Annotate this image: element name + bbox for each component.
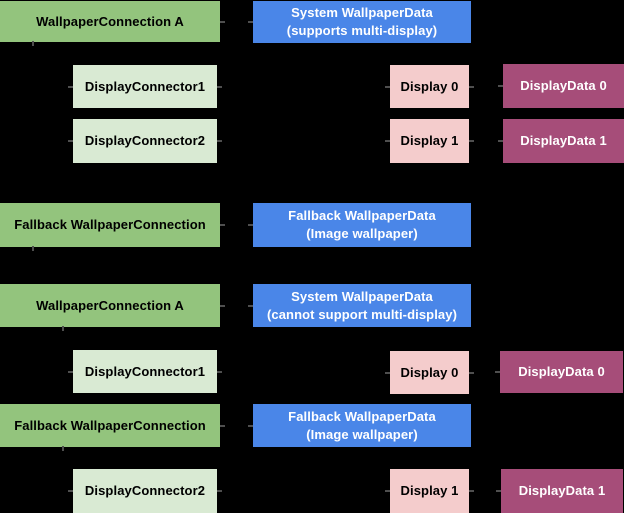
connector-stub-bottom — [32, 246, 34, 251]
node-label: Display 1 — [400, 133, 459, 148]
node-wallpaper-connection-a-2: WallpaperConnection A — [0, 284, 225, 331]
connector-stub-left — [68, 490, 73, 492]
connector-stub-left — [495, 371, 500, 373]
node-fallback-wallpaper-data-2: Fallback WallpaperData (Image wallpaper) — [248, 404, 471, 447]
node-display-1-a: Display 1 — [385, 119, 474, 163]
node-label: Fallback WallpaperConnection — [14, 217, 206, 232]
node-label: DisplayData 1 — [520, 133, 607, 148]
connector-stub-right — [217, 85, 222, 88]
node-display-1-b: Display 1 — [385, 469, 474, 513]
connector-stub-left — [248, 21, 253, 23]
connector-stub-left — [248, 304, 253, 307]
node-fallback-wallpaper-data-1: Fallback WallpaperData (Image wallpaper) — [248, 203, 471, 247]
node-display-data-1-a: DisplayData 1 — [498, 119, 624, 163]
node-fallback-wallpaper-connection-2: Fallback WallpaperConnection — [0, 404, 225, 451]
connector-stub-left — [68, 370, 73, 373]
connector-stub-left — [68, 85, 73, 88]
connector-stub-right — [220, 224, 225, 226]
connector-stub-right — [220, 20, 225, 23]
node-display-connector-2-b: DisplayConnector2 — [68, 469, 222, 513]
connector-stub-right — [469, 140, 474, 142]
connector-stub-left — [385, 140, 390, 142]
node-label: Fallback WallpaperData (Image wallpaper) — [288, 408, 436, 442]
connector-stub-left — [248, 224, 253, 226]
connector-stub-right — [220, 304, 225, 307]
node-label: Display 0 — [400, 364, 459, 380]
connector-stub-bottom — [62, 446, 64, 451]
node-label: WallpaperConnection A — [36, 297, 184, 313]
connector-stub-right — [220, 424, 225, 427]
node-label: DisplayConnector1 — [84, 78, 206, 94]
node-label: Fallback WallpaperConnection — [14, 417, 206, 433]
node-display-connector-1-b: DisplayConnector1 — [68, 350, 222, 393]
node-label: WallpaperConnection A — [36, 13, 184, 29]
node-label: Display 0 — [400, 78, 459, 94]
node-label: DisplayData 1 — [518, 483, 606, 498]
connector-stub-bottom — [62, 326, 64, 331]
node-system-wallpaper-data-cannot-support-multi-display: System WallpaperData (cannot support mul… — [248, 284, 471, 327]
node-display-data-0-b: DisplayData 0 — [495, 351, 623, 393]
connector-stub-left — [498, 140, 503, 142]
connector-stub-right — [217, 490, 222, 492]
node-label: DisplayConnector2 — [84, 133, 206, 148]
connector-stub-left — [68, 140, 73, 142]
node-system-wallpaper-data-supports-multi-display: System WallpaperData (supports multi-dis… — [248, 1, 471, 43]
node-display-0-b: Display 0 — [385, 351, 474, 394]
node-label: Fallback WallpaperData (Image wallpaper) — [288, 208, 436, 241]
node-display-0-a: Display 0 — [385, 65, 474, 108]
connector-stub-right — [469, 371, 474, 374]
connector-stub-right — [469, 85, 474, 88]
node-display-connector-2-a: DisplayConnector2 — [68, 119, 222, 163]
node-label: DisplayConnector1 — [84, 363, 206, 379]
connector-stub-right — [217, 140, 222, 142]
node-display-data-0-a: DisplayData 0 — [498, 64, 624, 108]
node-display-connector-1-a: DisplayConnector1 — [68, 65, 222, 108]
node-label: DisplayData 0 — [520, 78, 607, 93]
connector-stub-left — [385, 85, 390, 88]
node-label: DisplayConnector2 — [84, 483, 206, 498]
node-display-data-1-b: DisplayData 1 — [496, 469, 623, 513]
node-label: System WallpaperData (supports multi-dis… — [286, 5, 438, 38]
node-label: System WallpaperData (cannot support mul… — [266, 288, 458, 322]
connector-stub-left — [248, 424, 253, 427]
node-fallback-wallpaper-connection-1: Fallback WallpaperConnection — [0, 203, 225, 251]
connector-stub-right — [217, 370, 222, 373]
node-label: Display 1 — [400, 483, 459, 498]
connector-stub-right — [469, 490, 474, 492]
connector-stub-left — [496, 490, 501, 492]
node-label: DisplayData 0 — [518, 364, 605, 379]
connector-stub-left — [498, 85, 503, 87]
connector-stub-left — [385, 490, 390, 492]
connector-stub-bottom — [32, 41, 34, 46]
node-wallpaper-connection-a-1: WallpaperConnection A — [0, 1, 225, 46]
connector-stub-left — [385, 371, 390, 374]
